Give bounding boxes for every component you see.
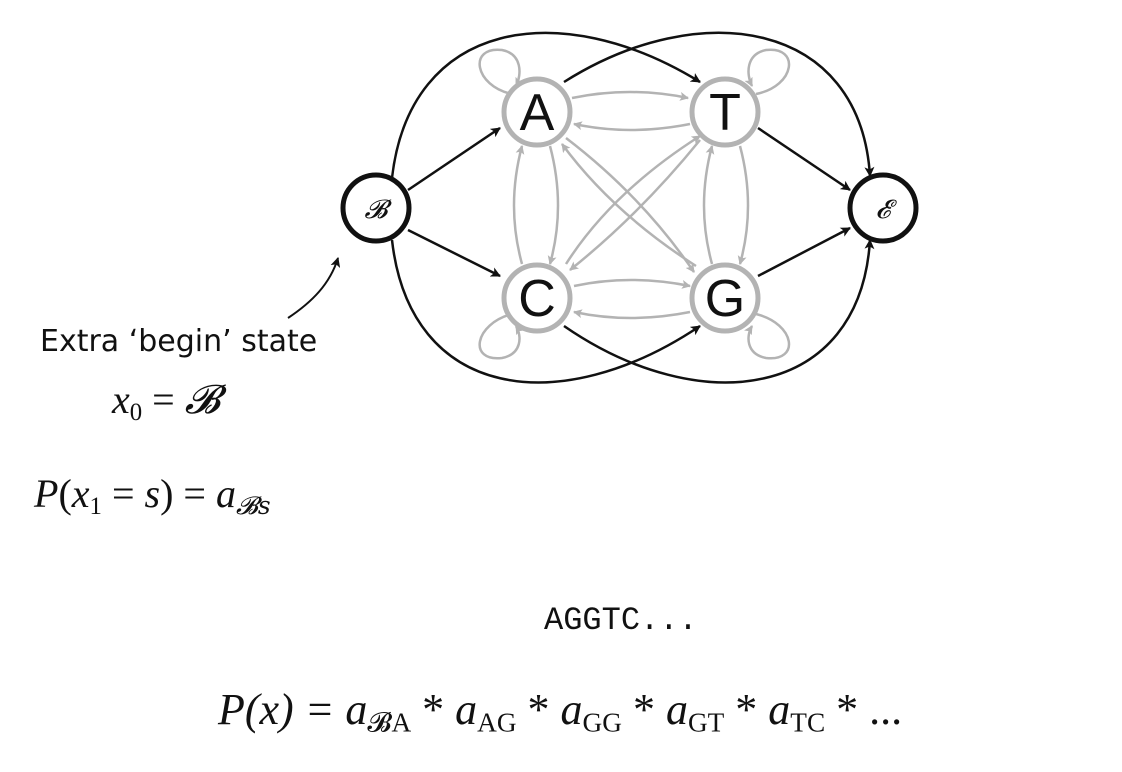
loop-G bbox=[744, 312, 791, 360]
state-T: T bbox=[689, 76, 761, 148]
edge-B-T bbox=[390, 31, 701, 179]
state-C: C bbox=[501, 262, 573, 334]
formula-x0-sub: 0 bbox=[129, 398, 143, 426]
formula3-tail: ... bbox=[869, 685, 903, 734]
formula-sequence-probability: P(x) = a𝓑A * aAG * aGG * aGT * aTC * ... bbox=[218, 684, 903, 738]
begin-state-caption: Extra ‘begin’ state bbox=[40, 324, 318, 359]
annotation-arrow bbox=[287, 257, 341, 319]
formula3-term-3: aGT bbox=[665, 685, 725, 738]
formula3-term-2: aGG bbox=[560, 685, 622, 738]
state-A-label: A bbox=[520, 84, 555, 142]
edge-A-G bbox=[565, 137, 696, 273]
formula3-term-0: a𝓑A bbox=[345, 685, 412, 738]
state-C-label: C bbox=[518, 270, 556, 328]
formula3-op-2: * bbox=[632, 685, 655, 734]
edge-A-T bbox=[571, 90, 689, 101]
edge-G-T bbox=[702, 145, 715, 265]
edge-B-C bbox=[407, 228, 501, 278]
outer-transitions bbox=[390, 31, 875, 384]
inner-transitions bbox=[478, 48, 791, 360]
formula3-lhs: P(x) = bbox=[218, 685, 346, 734]
sequence-example: AGGTC... bbox=[544, 602, 698, 639]
formula-eq-a: = bbox=[111, 471, 135, 516]
loop-T bbox=[744, 48, 791, 96]
state-A: A bbox=[501, 76, 573, 148]
formula-x0-var: x bbox=[112, 377, 130, 422]
edge-B-A bbox=[407, 126, 501, 192]
formula3-term-1: aAG bbox=[455, 685, 517, 738]
state-G: G bbox=[689, 262, 761, 334]
formula-x1-var: x bbox=[71, 471, 90, 516]
edge-T-G bbox=[737, 145, 750, 265]
formula-s: s bbox=[144, 471, 161, 516]
edge-C-E bbox=[563, 239, 875, 384]
edge-T-C bbox=[569, 139, 701, 271]
edge-T-A bbox=[573, 121, 691, 132]
edge-G-E bbox=[757, 226, 851, 278]
edge-C-A bbox=[512, 145, 525, 265]
edge-G-C bbox=[573, 309, 691, 320]
formula-p-x1: P(x1 = s) = a𝓑s bbox=[34, 470, 271, 520]
formula3-op-0: * bbox=[422, 685, 445, 734]
state-end: 𝓔 bbox=[847, 172, 919, 244]
formula-eq-b: = bbox=[183, 471, 206, 516]
formula3-op-1: * bbox=[527, 685, 550, 734]
formula-a: a bbox=[215, 471, 236, 516]
formula-close: ) bbox=[160, 471, 174, 516]
loop-A bbox=[478, 48, 524, 96]
edge-G-A bbox=[560, 143, 697, 268]
edge-C-T bbox=[564, 134, 701, 265]
formula3-op-3: * bbox=[735, 685, 758, 734]
formula-a-sub: 𝓑s bbox=[235, 490, 271, 520]
edge-T-E bbox=[757, 126, 851, 192]
edge-C-G bbox=[573, 278, 691, 289]
formula3-op-4: * bbox=[836, 685, 859, 734]
formula-open: ( bbox=[58, 471, 72, 516]
loop-C bbox=[478, 312, 524, 360]
formula-x1-sub: 1 bbox=[89, 492, 102, 520]
state-begin: 𝓑 bbox=[340, 172, 412, 244]
edge-B-G bbox=[390, 239, 701, 384]
state-G-label: G bbox=[705, 270, 745, 328]
formula-x0-eq: = bbox=[152, 377, 175, 422]
edge-A-E bbox=[563, 31, 875, 177]
formula3-term-4: aTC bbox=[768, 685, 826, 738]
formula-x0: x0 = 𝓑 bbox=[112, 376, 221, 426]
edge-A-C bbox=[547, 145, 560, 265]
formula-p: P bbox=[34, 471, 59, 516]
state-T-label: T bbox=[709, 84, 741, 142]
formula-x0-begin: 𝓑 bbox=[184, 377, 221, 423]
